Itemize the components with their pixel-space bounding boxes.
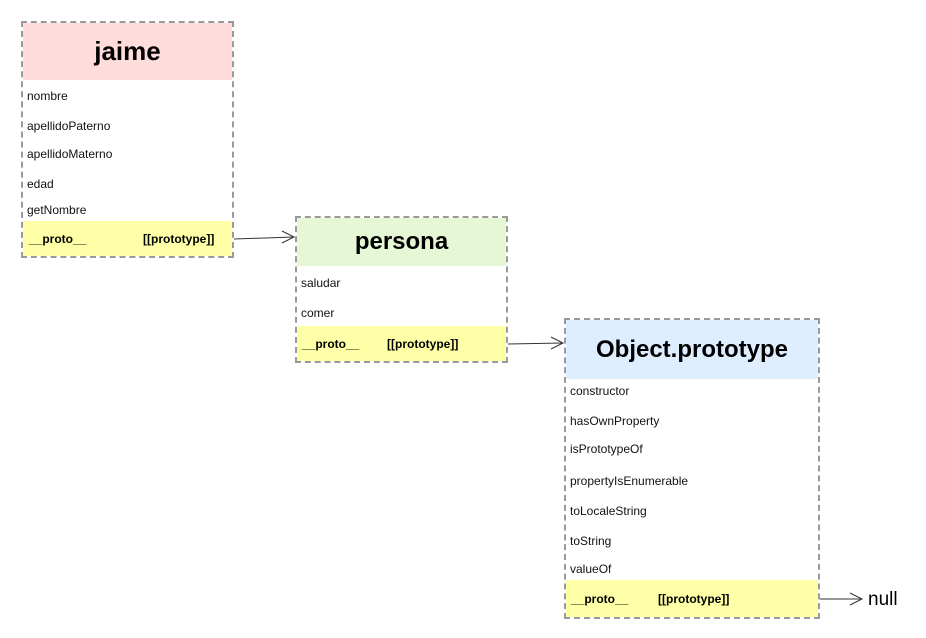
proto-value: [[prototype]] [143, 231, 215, 246]
property-to-string: toString [570, 534, 612, 548]
null-terminal-label: null [868, 589, 898, 610]
property-nombre: nombre [27, 89, 68, 103]
proto-key: __proto__ [29, 231, 87, 246]
property-comer: comer [301, 306, 335, 320]
object-box-persona: persona saludar comer __proto__ [[protot… [295, 216, 508, 363]
property-edad: edad [27, 177, 54, 191]
property-constructor: constructor [570, 384, 630, 398]
property-is-prototype-of: isPrototypeOf [570, 442, 643, 456]
proto-key: __proto__ [302, 336, 360, 351]
object-title-object-prototype: Object.prototype [566, 320, 818, 379]
property-to-locale-string: toLocaleString [570, 504, 647, 518]
property-value-of: valueOf [570, 562, 612, 576]
arrow-jaime-to-persona [233, 236, 295, 240]
object-title-persona: persona [297, 218, 506, 266]
proto-row-jaime: __proto__ [[prototype]] [23, 221, 232, 256]
proto-row-object-prototype: __proto__ [[prototype]] [566, 580, 818, 617]
object-box-object-prototype: Object.prototype constructor hasOwnPrope… [564, 318, 820, 619]
property-saludar: saludar [301, 276, 341, 290]
arrow-persona-to-object [507, 342, 564, 345]
property-property-is-enumerable: propertyIsEnumerable [570, 474, 689, 488]
property-apellido-paterno: apellidoPaterno [27, 119, 111, 133]
proto-value: [[prototype]] [387, 336, 459, 351]
object-title-jaime: jaime [23, 23, 232, 80]
property-get-nombre: getNombre [27, 203, 87, 217]
property-apellido-materno: apellidoMaterno [27, 147, 113, 161]
proto-row-persona: __proto__ [[prototype]] [297, 326, 506, 361]
proto-value: [[prototype]] [658, 591, 730, 606]
object-box-jaime: jaime nombre apellidoPaterno apellidoMat… [21, 21, 234, 258]
property-has-own-property: hasOwnProperty [570, 414, 660, 428]
proto-key: __proto__ [571, 591, 629, 606]
